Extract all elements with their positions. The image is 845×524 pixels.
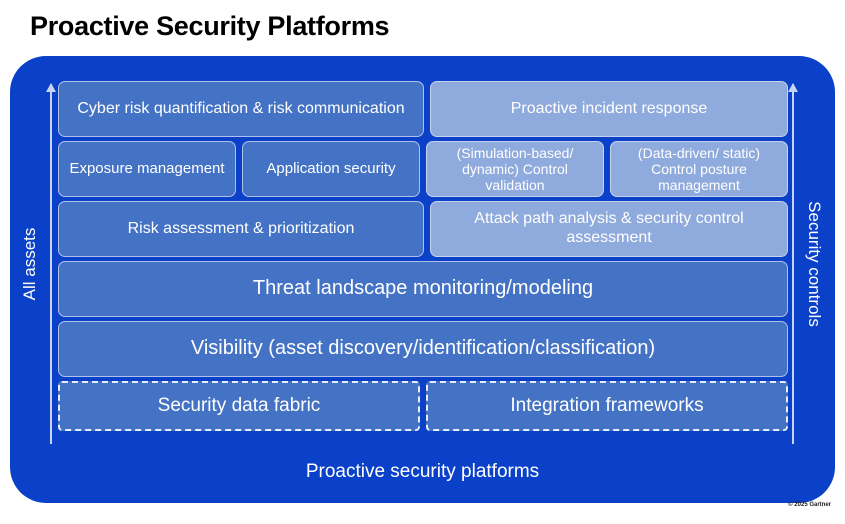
box-proactive-incident-response[interactable]: Proactive incident response <box>430 81 788 137</box>
diagram-panel: All assets Security controls Cyber risk … <box>10 56 835 503</box>
capability-row: Security data fabric Integration framewo… <box>58 381 788 431</box>
axis-left-label: All assets <box>20 227 39 301</box>
box-visibility[interactable]: Visibility (asset discovery/identificati… <box>58 321 788 377</box>
box-threat-landscape-monitoring[interactable]: Threat landscape monitoring/modeling <box>58 261 788 317</box>
footer-caption: Proactive security platforms <box>305 461 540 482</box>
capability-row: Risk assessment & prioritization Attack … <box>58 201 788 257</box>
capability-row: Exposure management Application security… <box>58 141 788 197</box>
capability-row: Threat landscape monitoring/modeling <box>58 261 788 317</box>
axis-right-label: Security controls <box>805 201 824 327</box>
capability-row: Visibility (asset discovery/identificati… <box>58 321 788 377</box>
box-application-security[interactable]: Application security <box>242 141 420 197</box>
page-title: Proactive Security Platforms <box>30 11 390 41</box>
capability-row: Cyber risk quantification & risk communi… <box>58 81 788 137</box>
box-integration-frameworks[interactable]: Integration frameworks <box>426 381 788 431</box>
axis-security-controls: Security controls <box>781 83 827 444</box>
box-attack-path-analysis[interactable]: Attack path analysis & security control … <box>430 201 788 257</box>
box-risk-assessment-prioritization[interactable]: Risk assessment & prioritization <box>58 201 424 257</box>
axis-line <box>791 84 794 444</box>
copyright-credit: © 2025 Gartner <box>788 502 831 508</box>
box-control-posture-management[interactable]: (Data-driven/ static) Control posture ma… <box>610 141 788 197</box>
capability-stack: Cyber risk quantification & risk communi… <box>58 81 788 454</box>
box-control-validation[interactable]: (Simulation-based/ dynamic) Control vali… <box>426 141 604 197</box>
box-exposure-management[interactable]: Exposure management <box>58 141 236 197</box>
axis-all-assets: All assets <box>18 83 64 444</box>
axis-line <box>50 84 53 444</box>
box-security-data-fabric[interactable]: Security data fabric <box>58 381 420 431</box>
box-cyber-risk-quantification[interactable]: Cyber risk quantification & risk communi… <box>58 81 424 137</box>
